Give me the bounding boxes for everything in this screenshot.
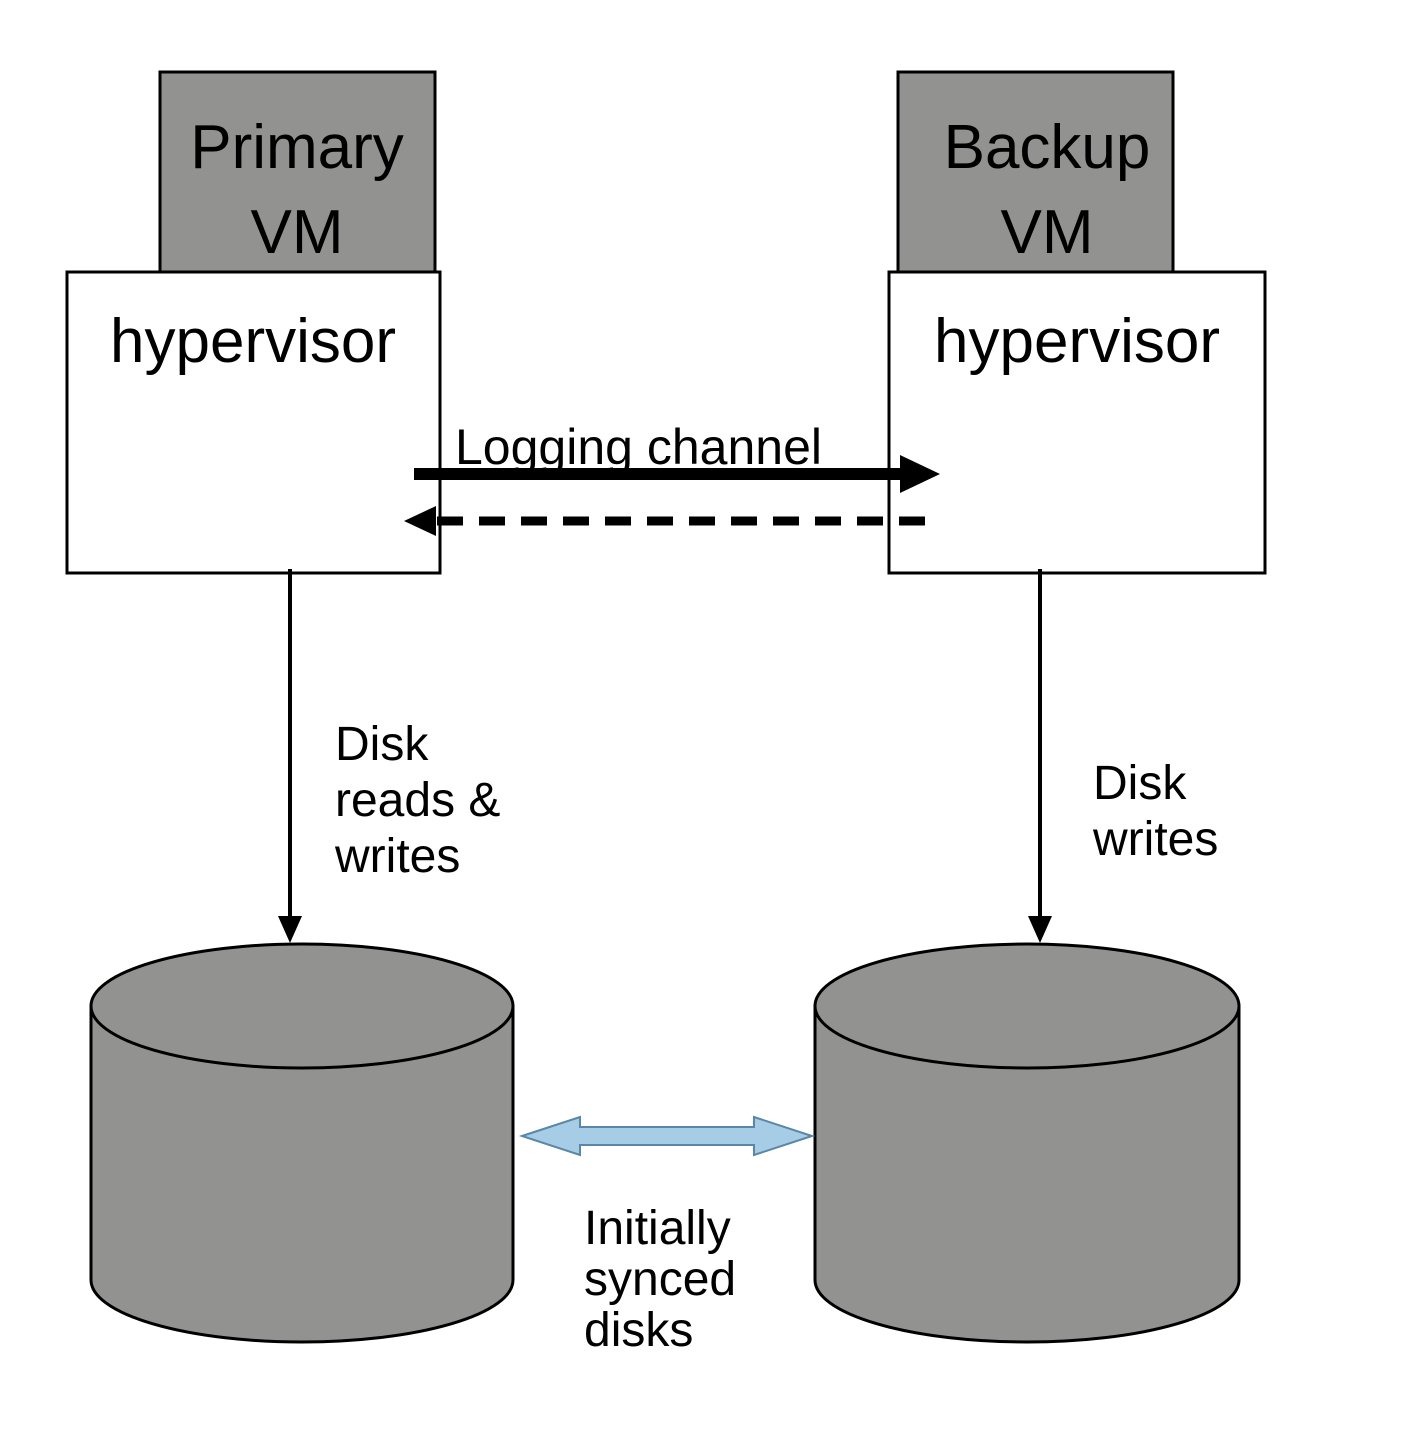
backup-hypervisor-label: hypervisor — [934, 307, 1220, 376]
primary-disk-arrowhead — [278, 916, 302, 943]
primary-vm-label-line2: VM — [251, 198, 344, 267]
logging-channel-forward-arrowhead — [900, 455, 940, 493]
sync-label-line3: disks — [584, 1304, 693, 1357]
primary-disk-label-line3: writes — [334, 830, 460, 883]
primary-vm-label-line1: Primary — [190, 113, 404, 182]
primary-hypervisor-box — [65, 270, 442, 575]
backup-vm-box — [896, 70, 1175, 276]
primary-disk-cylinder — [89, 942, 515, 1344]
sync-label-line1: Initially — [584, 1202, 731, 1255]
backup-disk-label-line1: Disk — [1093, 757, 1187, 810]
backup-disk-arrowhead — [1028, 916, 1052, 943]
sync-double-arrow — [518, 1115, 816, 1157]
sync-label-line2: synced — [584, 1253, 736, 1306]
primary-disk-label-line1: Disk — [335, 718, 429, 771]
backup-vm-label-line2: VM — [1001, 198, 1094, 267]
backup-disk-cylinder — [813, 942, 1241, 1344]
primary-disk-label-line2: reads & — [335, 774, 500, 827]
primary-vm-box — [158, 70, 437, 276]
backup-disk-label-line2: writes — [1092, 813, 1218, 866]
ack-return-arrowhead — [404, 506, 436, 536]
backup-vm-label-line1: Backup — [944, 113, 1151, 182]
logging-channel-label: Logging channel — [455, 419, 822, 475]
primary-hypervisor-label: hypervisor — [110, 307, 396, 376]
backup-hypervisor-box — [887, 270, 1267, 575]
